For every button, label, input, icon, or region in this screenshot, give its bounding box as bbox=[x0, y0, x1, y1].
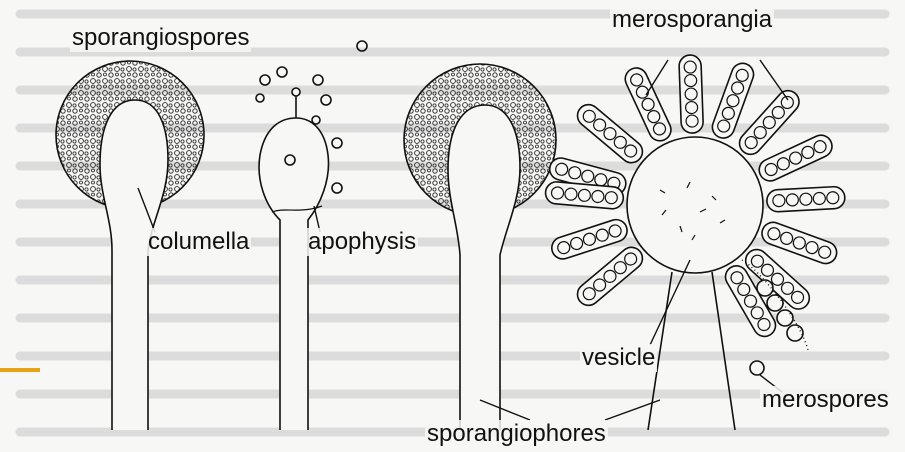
label-columella: columella bbox=[146, 228, 251, 256]
merosporangium-rod bbox=[766, 186, 845, 212]
label-merospores: merospores bbox=[760, 386, 891, 414]
label-sporangiophores: sporangiophores bbox=[425, 420, 608, 448]
accent-bar bbox=[0, 368, 40, 372]
sporangium-right bbox=[404, 64, 556, 430]
label-apophysis: apophysis bbox=[306, 228, 418, 256]
label-merosporangia: merosporangia bbox=[610, 6, 774, 34]
label-sporangiospores: sporangiospores bbox=[70, 24, 251, 52]
label-vesicle: vesicle bbox=[580, 344, 657, 372]
merosporangium-rod bbox=[573, 100, 647, 167]
merosporangium-rod bbox=[679, 55, 704, 134]
